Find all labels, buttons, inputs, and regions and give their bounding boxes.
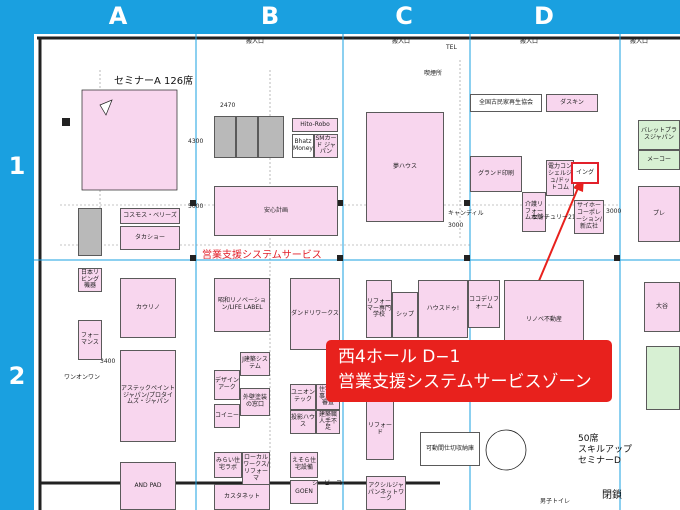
booth-cosmos-berries[interactable]: コスモス・ベリーズ xyxy=(120,208,180,224)
dim-label: 3000 xyxy=(448,222,464,229)
seminar-d-label: 50席 スキルアップ セミナーD xyxy=(578,434,632,467)
booth-esora[interactable]: えそら住宅設備 xyxy=(290,452,318,478)
booth-gaiheki-tosou[interactable]: 外壁塗装の窓口 xyxy=(240,388,270,416)
smoking-area-label: 喫煙所 xyxy=(424,70,443,77)
column-a-label: A xyxy=(108,2,128,30)
row-1-label: 1 xyxy=(8,152,26,180)
seminar-d-seats: 50席 xyxy=(578,434,599,444)
entrance-label-4: 搬入口 xyxy=(630,38,649,45)
booth-j-kenchiku[interactable]: J建築システム xyxy=(240,352,270,376)
booth-takasho[interactable]: タカショー xyxy=(120,226,180,250)
pillars xyxy=(62,118,620,261)
booth-duskin[interactable]: ダスキン xyxy=(546,94,598,112)
booth-ship[interactable]: シップ xyxy=(392,292,418,338)
booth-reformer-school[interactable]: リフォーマー専門学校 xyxy=(366,280,392,338)
tel-label: TEL xyxy=(446,44,457,51)
column-d-label: D xyxy=(534,2,554,30)
restroom-label: 男子トイレ xyxy=(540,498,571,505)
booth-reform[interactable]: リフォード xyxy=(366,400,394,460)
booth-coiney[interactable]: コイニー xyxy=(214,404,240,428)
booth-meiko[interactable]: メーコー xyxy=(638,150,680,170)
booth-grey xyxy=(78,208,102,256)
dim-label: 3400 xyxy=(100,358,116,365)
booth-astec-paint[interactable]: アステックペイントジャパン/プロタイムズ・ジャパン xyxy=(120,350,176,442)
zone-name-label: 営業支援システムサービス xyxy=(202,250,322,261)
seminar-d-name: セミナーD xyxy=(578,456,621,466)
booth-kenchiku-shokunin[interactable]: 建築職人手不足 xyxy=(316,410,340,434)
zone-callout: 西4ホール D−1 営業支援システムサービスゾーン xyxy=(326,340,612,402)
booth-grey xyxy=(236,116,258,158)
booth-grey xyxy=(214,116,236,158)
booth-and-pad[interactable]: AND PAD xyxy=(120,462,176,510)
dim-label: 5000 xyxy=(188,203,204,210)
dim-label: 3000 xyxy=(606,208,622,215)
booth-sm-card[interactable]: SMカード ジャパン xyxy=(314,134,338,158)
booth-goen[interactable]: GOEN xyxy=(290,480,318,504)
booth-label-candeal: キャンディル xyxy=(448,210,484,217)
seminar-d-title: スキルアップ xyxy=(578,445,633,455)
booth-nihon-living[interactable]: 日本リビング機器 xyxy=(78,268,102,292)
booth-otani[interactable]: 大谷 xyxy=(644,282,680,332)
booth-bhatz-money[interactable]: Bhatz Money xyxy=(292,134,314,158)
booth-anshin-keikaku[interactable]: 安心計画 xyxy=(214,186,338,236)
seminar-a-label: セミナーA 126席 xyxy=(114,76,194,87)
booth-label-cbc: シービーコー xyxy=(312,480,349,487)
booth-house-do[interactable]: ハウスドゥ! xyxy=(418,280,468,338)
booth-yume-house[interactable]: 夢ハウス xyxy=(366,112,444,222)
booth-kominka[interactable]: 全国古民家再生協会 xyxy=(470,94,542,112)
booth-denryoku-concierge[interactable]: 電力コンシェルジュ/ドットコム xyxy=(546,160,574,196)
booth-saiho[interactable]: サイホーコーポレーション/新広社 xyxy=(574,200,604,234)
column-c-label: C xyxy=(395,2,413,30)
entrance-label-2: 搬入口 xyxy=(392,38,411,45)
grid-lines xyxy=(34,34,680,510)
booth-kadou-majikiri: 可動間仕切収納庫 xyxy=(420,432,480,466)
row-2-label: 2 xyxy=(8,362,26,390)
seminar-d-stage xyxy=(485,429,527,471)
callout-zone-name: 営業支援システムサービスゾーン xyxy=(338,372,592,392)
booth-kaigo-reform[interactable]: 介護リフォーム本舗 xyxy=(522,192,546,232)
dim-label: 4300 xyxy=(188,138,204,145)
booth-showa-renovation[interactable]: 昭和リノベーション/LIFE LABEL xyxy=(214,278,270,332)
seminar-a-seating xyxy=(81,89,178,191)
booth-axil-japan[interactable]: アクシルジャパンネットワーク xyxy=(366,476,406,510)
booth-formance[interactable]: フォーマンス xyxy=(78,320,102,360)
booth-local-works[interactable]: ローカルワークス/リフォーマ xyxy=(242,452,270,486)
booth-label-century21: センチュリー21 xyxy=(532,214,576,221)
callout-hall-location: 西4ホール D−1 xyxy=(338,347,461,367)
booth-green-row xyxy=(646,346,680,410)
booth-hito-robo[interactable]: Hito-Robo xyxy=(292,118,338,132)
booth-kokode-reform[interactable]: ココデリフォーム xyxy=(468,280,500,328)
booth-design-ark[interactable]: デザインアーク xyxy=(214,370,240,400)
booth-bullet-plus[interactable]: バレットプラスジャパン xyxy=(638,120,680,150)
booth-kaurino[interactable]: カウリノ xyxy=(120,278,176,338)
booth-pre[interactable]: プレ xyxy=(638,186,680,242)
booth-mirai-jutaku[interactable]: みらい住宅ラボ xyxy=(214,452,242,478)
entrance-label-3: 搬入口 xyxy=(520,38,539,45)
booth-label-one-on-one: ワンオンワン xyxy=(64,374,101,381)
booth-grand-insatsu[interactable]: グランド印刷 xyxy=(470,156,522,192)
column-b-label: B xyxy=(260,2,280,30)
dim-label: 2470 xyxy=(220,102,236,109)
map-left-border xyxy=(0,0,34,510)
entrance-label-1: 搬入口 xyxy=(246,38,265,45)
booth-dandori-works[interactable]: ダンドリワークス xyxy=(290,278,340,350)
booth-castanet[interactable]: カスタネット xyxy=(214,484,270,510)
booth-touei-house[interactable]: 投影ハウス xyxy=(290,410,316,434)
booth-grey xyxy=(258,116,284,158)
booth-union-tech[interactable]: ユニオンテック xyxy=(290,384,316,410)
booth-ing-highlighted[interactable]: イング xyxy=(571,162,599,184)
closed-label: 閉鎖 xyxy=(602,490,622,501)
map-top-border xyxy=(0,0,680,34)
